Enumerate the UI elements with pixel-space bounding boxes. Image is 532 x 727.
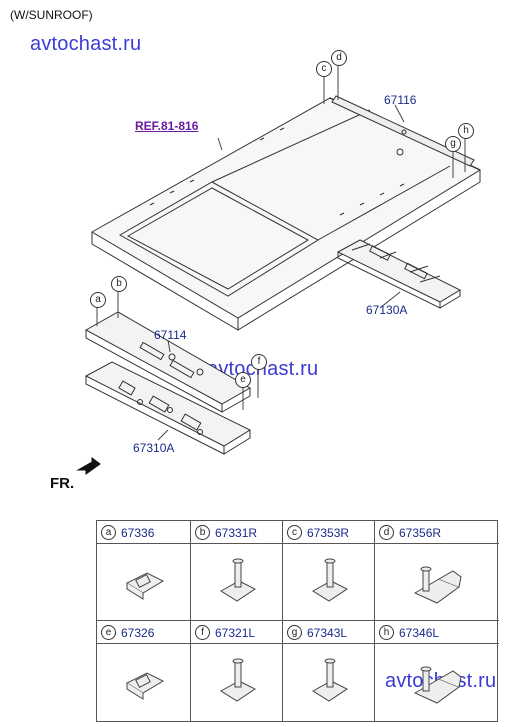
bracket-stud-icon [413, 566, 462, 604]
legend-part-number: 67353R [307, 526, 350, 540]
callout-h: h [458, 123, 474, 139]
legend-part-number: 67336 [121, 526, 155, 540]
legend-cell-a: a 67336 [97, 521, 191, 621]
legend-part-number: 67356R [399, 526, 442, 540]
bracket-stud-icon [413, 666, 462, 704]
legend-cell-b: b 67331R [191, 521, 283, 621]
fastener-legend-table: a 67336 b 67331R c 67353R d 67356R e 673… [96, 520, 499, 722]
front-lower-rail-drawing [84, 361, 252, 455]
legend-letter: a [101, 525, 116, 540]
stud-bolt-icon [220, 658, 256, 702]
legend-letter: g [287, 625, 302, 640]
reference-label: REF.81-816 [135, 119, 199, 133]
legend-letter: d [379, 525, 394, 540]
legend-part-number: 67326 [121, 626, 155, 640]
legend-letter: h [379, 625, 394, 640]
legend-cell-h: h 67346L [375, 621, 499, 721]
clip-icon [125, 672, 165, 700]
front-rail-drawing [84, 311, 252, 413]
legend-letter: b [195, 525, 210, 540]
part-label-roof-panel: 67116 [384, 93, 417, 107]
stud-bolt-icon [312, 658, 348, 702]
callout-e: e [235, 372, 251, 388]
callout-g: g [445, 136, 461, 152]
legend-letter: c [287, 525, 302, 540]
clip-icon [125, 572, 165, 600]
legend-cell-e: e 67326 [97, 621, 191, 721]
variant-note: (W/SUNROOF) [10, 8, 93, 22]
stud-bolt-icon [220, 558, 256, 602]
legend-cell-g: g 67343L [283, 621, 375, 721]
front-arrow-icon [76, 457, 101, 475]
roof-exploded-diagram [76, 64, 482, 475]
legend-cell-c: c 67353R [283, 521, 375, 621]
stud-bolt-icon [312, 558, 348, 602]
callout-c: c [316, 61, 332, 77]
legend-cell-f: f 67321L [191, 621, 283, 721]
callout-a: a [90, 292, 106, 308]
part-label-front-rail: 67114 [154, 328, 187, 342]
callout-b: b [111, 276, 127, 292]
legend-letter: e [101, 625, 116, 640]
callout-f: f [251, 354, 267, 370]
callout-d: d [331, 50, 347, 66]
part-label-rear-rail: 67130A [366, 303, 408, 317]
legend-cell-d: d 67356R [375, 521, 499, 621]
watermark-top: avtochast.ru [30, 33, 142, 55]
front-direction-label: FR. [50, 475, 75, 492]
legend-part-number: 67343L [307, 626, 348, 640]
rear-rail-drawing [336, 239, 462, 309]
legend-letter: f [195, 625, 210, 640]
legend-part-number: 67331R [215, 526, 258, 540]
part-label-front-lower-rail: 67310A [133, 441, 175, 455]
legend-part-number: 67321L [215, 626, 256, 640]
roof-panel-drawing [90, 95, 482, 331]
leader-lines [96, 64, 466, 441]
legend-part-number: 67346L [399, 626, 440, 640]
